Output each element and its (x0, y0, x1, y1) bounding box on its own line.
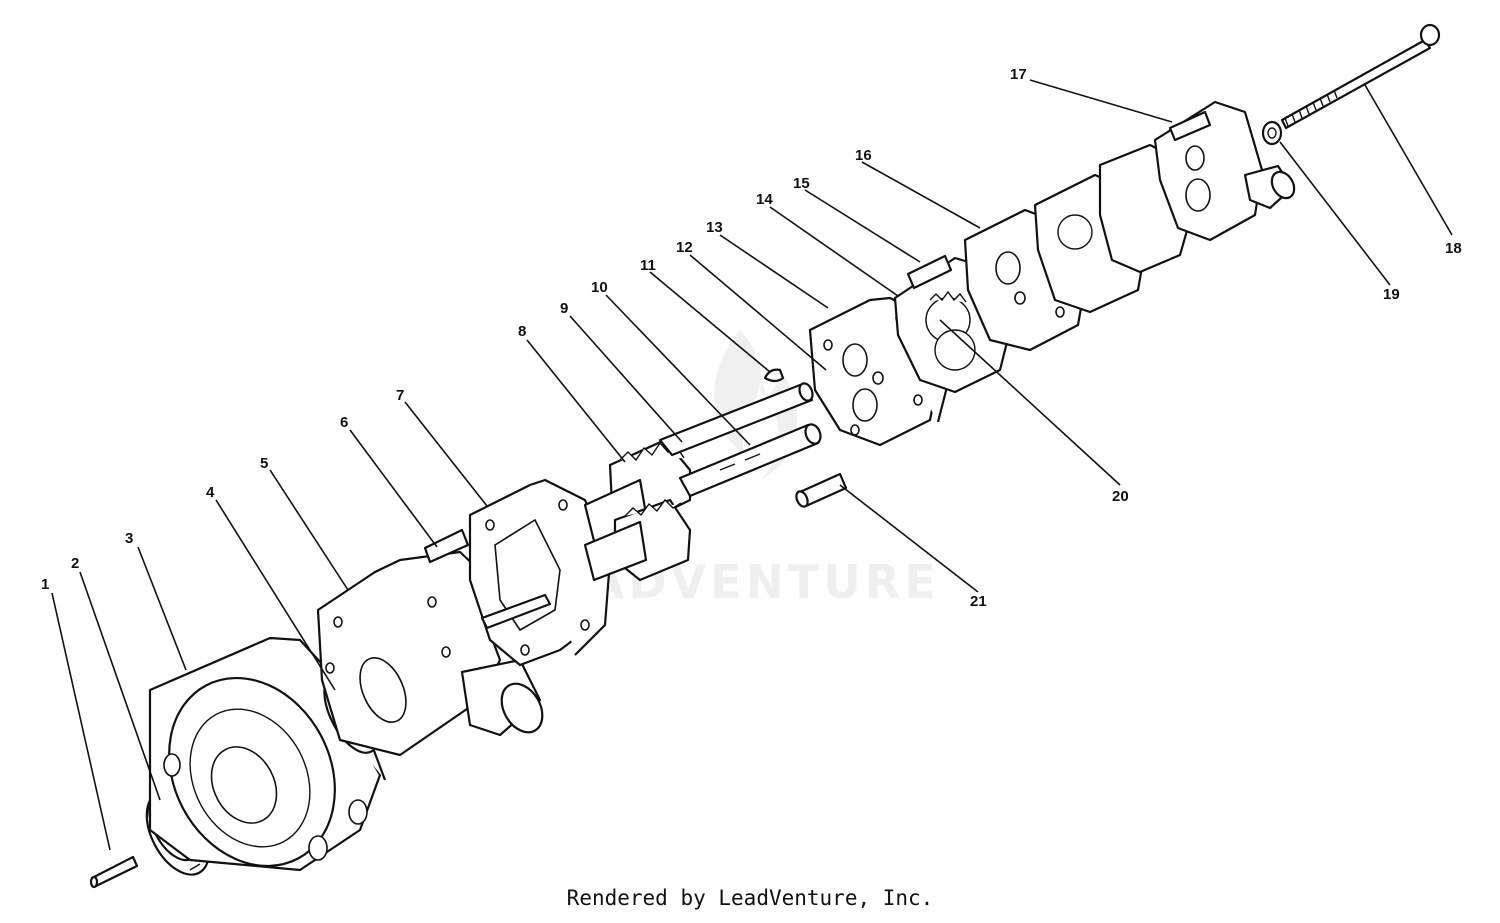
callout-13: 13 (706, 219, 723, 236)
callout-11: 11 (640, 257, 656, 274)
leader-3 (137, 546, 187, 671)
leader-18 (1364, 84, 1453, 236)
leader-21 (839, 484, 979, 593)
callout-3: 3 (125, 530, 133, 547)
leader-7 (404, 401, 488, 507)
callout-14: 14 (756, 191, 773, 208)
leader-11 (649, 271, 771, 373)
leader-19 (1279, 141, 1391, 286)
leader-6 (349, 429, 438, 548)
callout-15: 15 (793, 175, 810, 192)
callout-20: 20 (1112, 488, 1129, 505)
callout-18: 18 (1445, 240, 1462, 257)
callout-labels: 1 2 3 4 5 6 7 8 9 10 11 12 13 14 15 16 1… (41, 66, 1462, 610)
callout-6: 6 (340, 414, 348, 431)
part-21-dowel-pin (795, 472, 848, 508)
callout-9: 9 (560, 300, 568, 317)
callout-5: 5 (260, 455, 268, 472)
part-15-dowel (906, 254, 953, 290)
leader-5 (269, 469, 349, 591)
part-6-dowel-pin (423, 528, 470, 564)
part-8-drive-gear (583, 438, 692, 582)
leader-1 (51, 592, 111, 851)
callout-12: 12 (676, 239, 693, 256)
part-19-washer (1261, 120, 1283, 146)
callout-2: 2 (71, 555, 79, 572)
part-18-through-bolt (1280, 23, 1441, 130)
part-11-key (763, 368, 785, 383)
leader-10 (605, 294, 751, 446)
leader-14 (769, 206, 899, 297)
part-10-idler-shaft (678, 423, 822, 498)
callout-7: 7 (396, 387, 404, 404)
callout-21: 21 (970, 593, 987, 610)
part-17-rear-cover (1153, 100, 1296, 242)
leader-20 (939, 319, 1121, 486)
part-9-drive-shaft (658, 382, 814, 457)
leader-2 (79, 571, 161, 801)
callout-10: 10 (591, 279, 608, 296)
part-1-roll-pin (89, 855, 139, 889)
callout-19: 19 (1383, 286, 1400, 303)
leader-9 (569, 315, 683, 443)
callout-17: 17 (1010, 66, 1027, 83)
callout-8: 8 (518, 323, 526, 340)
leader-15 (804, 189, 921, 263)
leader-12 (689, 254, 827, 371)
callout-16: 16 (855, 147, 872, 164)
footer-credit: Rendered by LeadVenture, Inc. (566, 886, 934, 910)
leader-13 (719, 234, 829, 309)
part-rear-gear-section (1033, 143, 1192, 314)
leader-4 (215, 499, 336, 691)
part-3-front-cover (148, 636, 387, 872)
leader-17 (1029, 79, 1173, 123)
callout-1: 1 (41, 576, 49, 593)
watermark-flame-icon (714, 330, 798, 480)
part-7-gear-plate (468, 478, 612, 667)
leader-lines (51, 79, 1453, 851)
leader-16 (861, 161, 981, 229)
callout-4: 4 (206, 484, 215, 501)
leader-8 (526, 339, 626, 463)
